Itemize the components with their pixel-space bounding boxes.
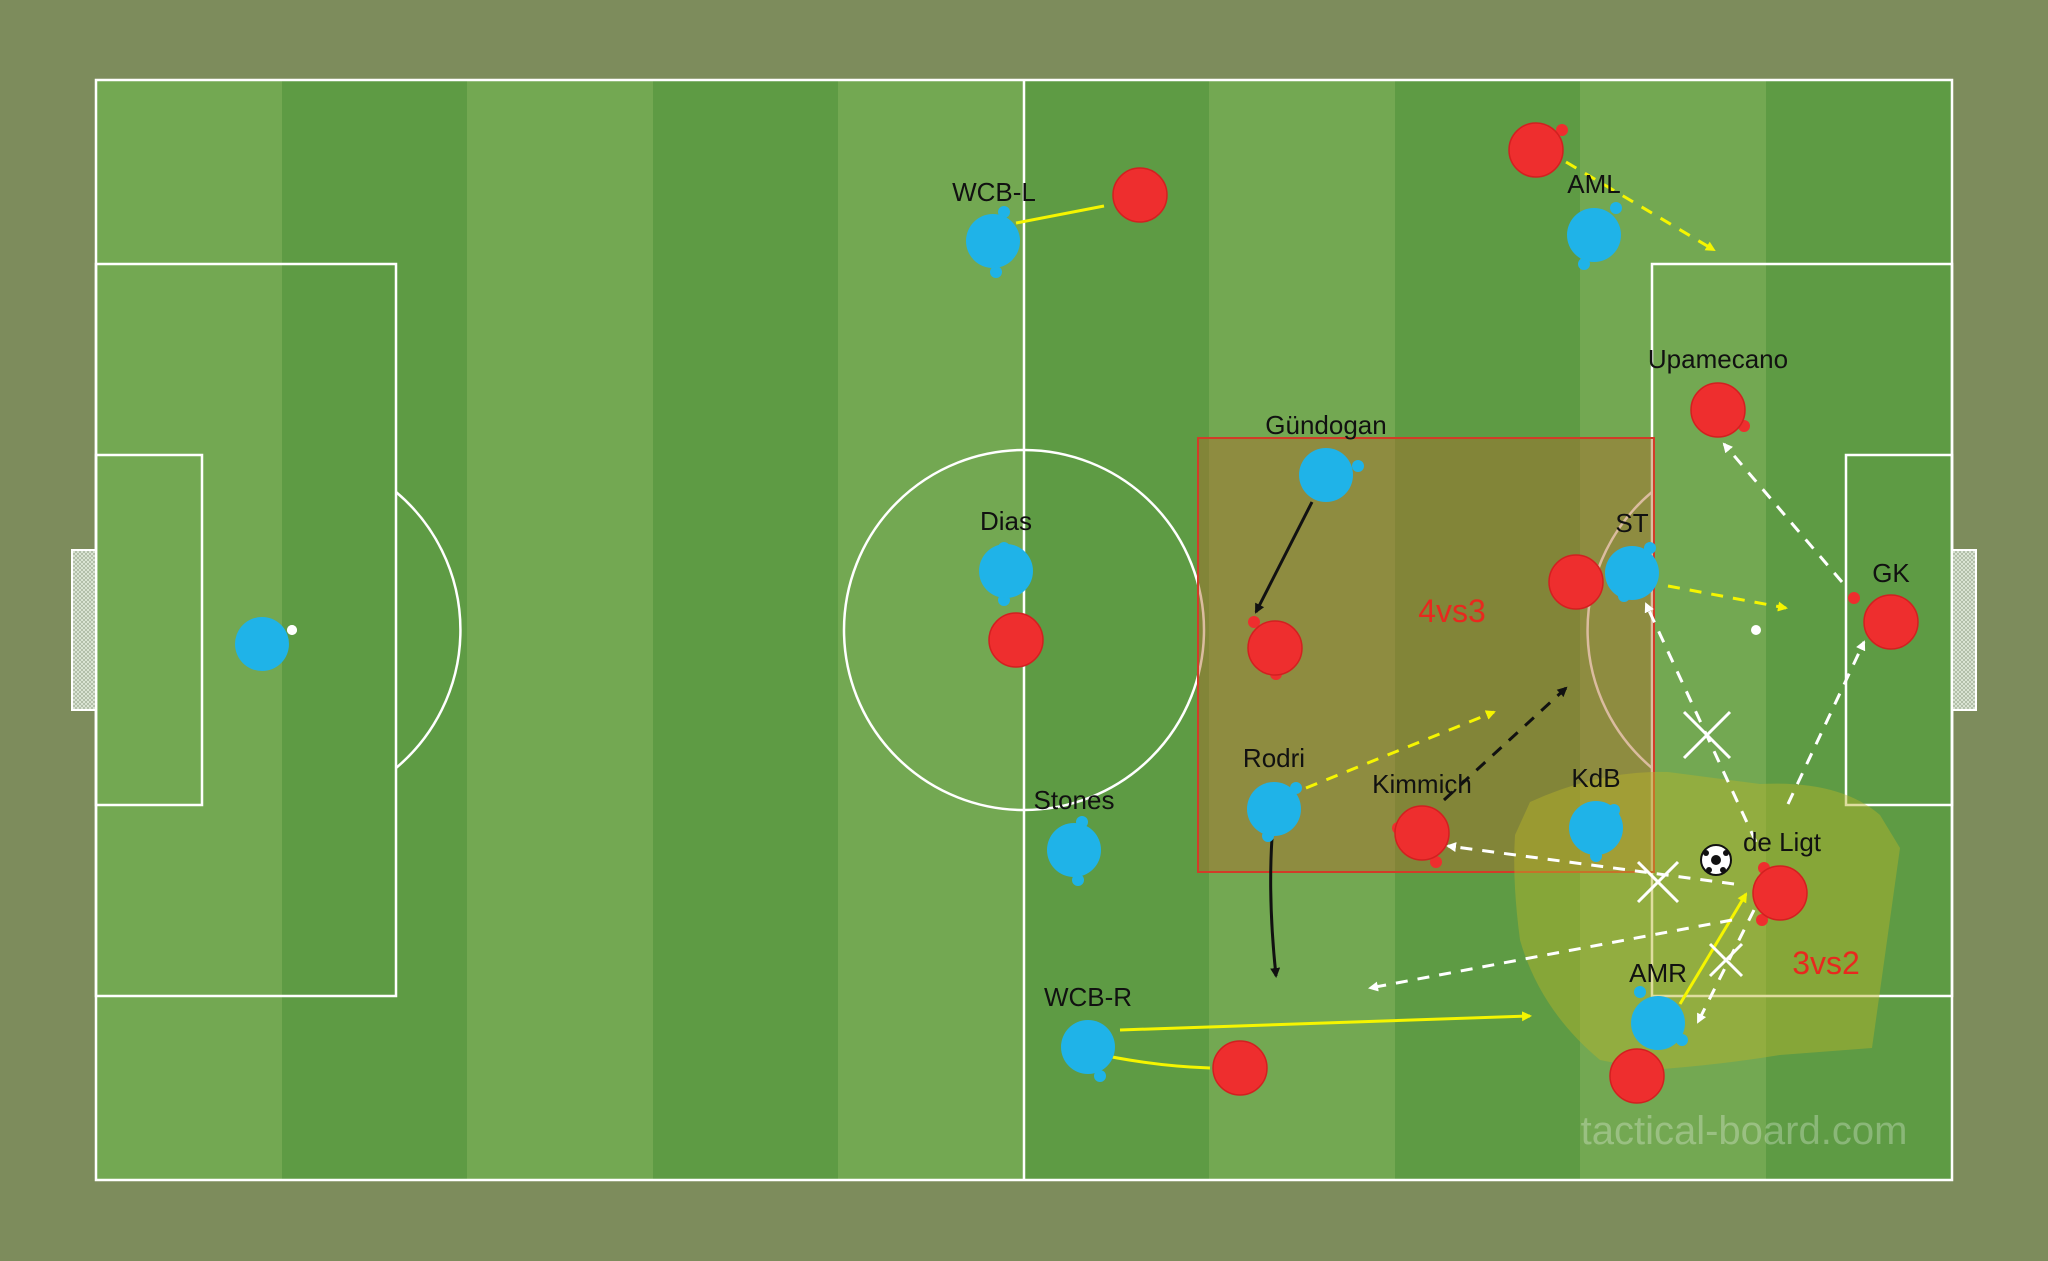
player-blue-gk[interactable] [235, 617, 297, 671]
player-red-gundogan-mark[interactable] [1247, 616, 1303, 680]
svg-text:KdB: KdB [1571, 763, 1620, 793]
player-gk[interactable]: GK [1848, 558, 1919, 650]
player-st[interactable]: ST [1605, 508, 1659, 602]
blocked-lane-marks [1636, 710, 1744, 978]
lane-de-ligt-kimmich [1446, 842, 1735, 886]
svg-text:AMR: AMR [1629, 958, 1687, 988]
svg-text:AML: AML [1567, 169, 1620, 199]
player-aml[interactable]: AML [1567, 169, 1622, 270]
run-rodri-down [1269, 837, 1281, 978]
right-goal [1951, 549, 1977, 711]
press-gk-upamecano [1722, 442, 1844, 583]
player-red-center[interactable] [988, 612, 1044, 668]
watermark: tactical-board.com [1581, 1109, 1908, 1153]
svg-text:WCB-L: WCB-L [952, 177, 1036, 207]
svg-text:GK: GK [1872, 558, 1910, 588]
player-de-ligt[interactable]: de Ligt [1743, 827, 1822, 926]
player-upamecano[interactable]: Upamecano [1648, 344, 1788, 438]
svg-text:de Ligt: de Ligt [1743, 827, 1822, 857]
player-red-st-mark[interactable] [1548, 554, 1604, 610]
svg-text:Dias: Dias [980, 506, 1032, 536]
svg-text:Kimmich: Kimmich [1372, 769, 1472, 799]
player-dias[interactable]: Dias [979, 506, 1033, 606]
player-red-bottom-right[interactable] [1609, 1048, 1665, 1104]
player-kdb[interactable]: KdB [1569, 763, 1623, 862]
right-penalty-spot [1751, 625, 1761, 635]
player-wcb-l[interactable]: WCB-L [952, 177, 1036, 278]
svg-text:Stones: Stones [1034, 785, 1115, 815]
svg-text:ST: ST [1615, 508, 1648, 538]
player-kimmich[interactable]: Kimmich [1372, 769, 1472, 868]
player-red-top-right[interactable] [1508, 122, 1568, 178]
player-wcb-r[interactable]: WCB-R [1044, 982, 1132, 1082]
red-team: Upamecano GK Kimmich de Ligt [988, 122, 1919, 1104]
blue-team: WCB-L AML Gündogan Dias ST Rodri [235, 169, 1688, 1082]
svg-text:Rodri: Rodri [1243, 743, 1305, 773]
player-amr[interactable]: AMR [1629, 958, 1688, 1050]
left-goal [71, 549, 97, 711]
player-red-top-mid[interactable] [1112, 167, 1168, 223]
player-gundogan[interactable]: Gündogan [1265, 410, 1387, 502]
run-rodri [1305, 710, 1496, 790]
pass-wcb-l [1015, 204, 1105, 225]
player-stones[interactable]: Stones [1034, 785, 1115, 886]
run-gundogan [1254, 501, 1314, 614]
run-wcb-r [1119, 1011, 1532, 1032]
player-rodri[interactable]: Rodri [1243, 743, 1305, 842]
player-red-bottom-mid[interactable] [1212, 1040, 1268, 1096]
lane-de-ligt-left [1368, 918, 1733, 992]
run-aml [1565, 160, 1716, 252]
box-ratio-label: 4vs3 [1418, 593, 1486, 629]
zone-ratio-label: 3vs2 [1792, 945, 1860, 981]
run-kimmich [1442, 686, 1568, 802]
svg-text:Gündogan: Gündogan [1265, 410, 1386, 440]
svg-text:WCB-R: WCB-R [1044, 982, 1132, 1012]
football-icon[interactable] [1700, 844, 1732, 876]
svg-text:Upamecano: Upamecano [1648, 344, 1788, 374]
press-de-ligt-gk [1786, 640, 1866, 805]
